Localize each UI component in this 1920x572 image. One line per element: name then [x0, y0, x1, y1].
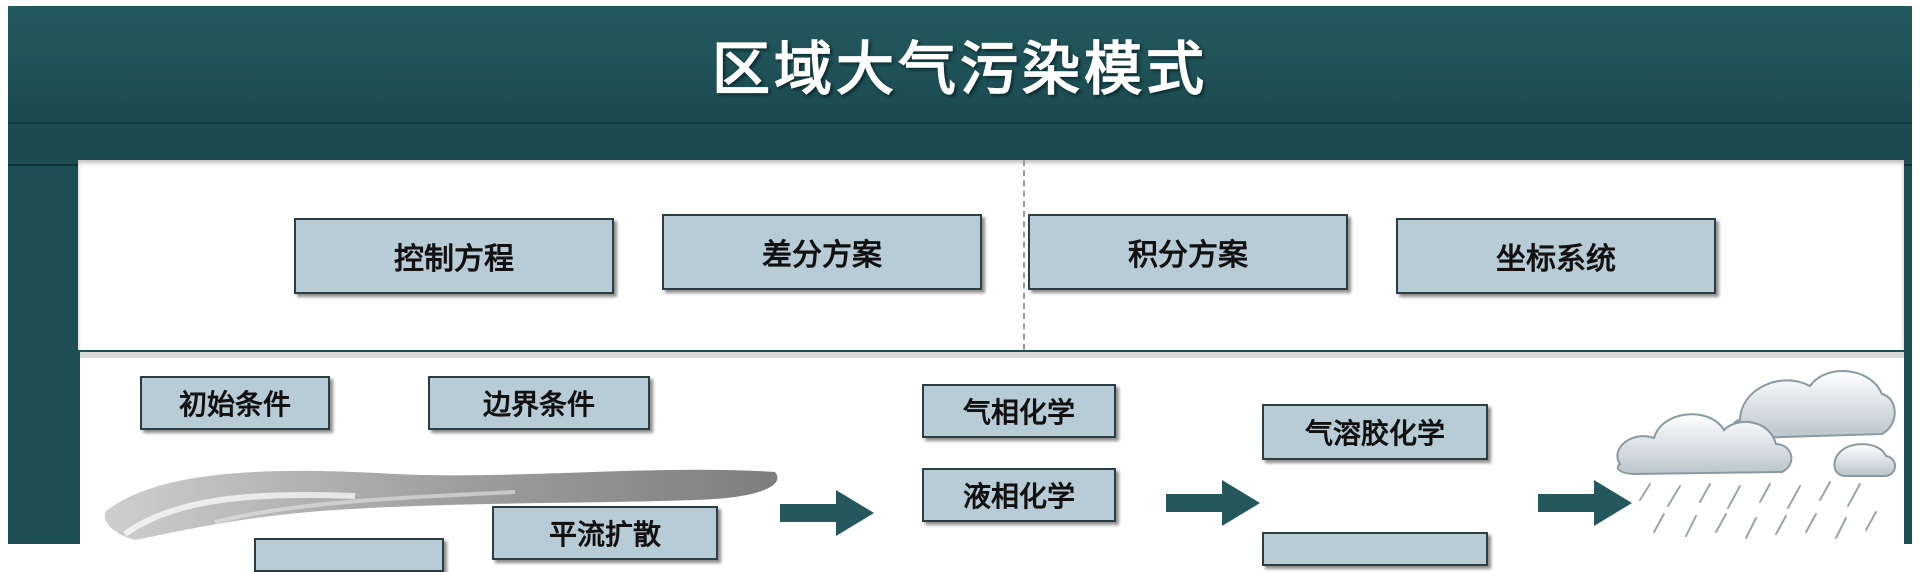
governing-equations-label: 控制方程 [394, 242, 514, 277]
initial-conditions-label: 初始条件 [178, 388, 291, 421]
smoke-plume-icon [104, 469, 778, 540]
arrow-right-icon [780, 490, 874, 536]
gas-phase-chemistry-box: 气相化学 [922, 384, 1116, 438]
arrow-right-icon [1166, 480, 1260, 526]
liquid-phase-chemistry-box: 液相化学 [922, 468, 1116, 522]
initial-conditions-box: 初始条件 [140, 376, 330, 430]
partial-box-left [254, 538, 444, 572]
liquid-phase-chemistry-label: 液相化学 [962, 480, 1075, 513]
advection-diffusion-box: 平流扩散 [492, 506, 718, 560]
advection-diffusion-label: 平流扩散 [548, 518, 661, 551]
aerosol-chemistry-box: 气溶胶化学 [1262, 404, 1488, 460]
governing-equations-box: 控制方程 [294, 218, 614, 294]
boundary-conditions-box: 边界条件 [428, 376, 650, 430]
diagram-title: 区域大气污染模式 [711, 35, 1208, 103]
difference-scheme-label: 差分方案 [762, 238, 882, 273]
integration-scheme-label: 积分方案 [1128, 238, 1248, 273]
aerosol-chemistry-label: 气溶胶化学 [1304, 417, 1445, 450]
integration-scheme-box: 积分方案 [1028, 214, 1348, 290]
rain-cloud-icon [1616, 370, 1896, 539]
title-bar: 区域大气污染模式 [8, 6, 1912, 124]
boundary-conditions-label: 边界条件 [482, 388, 595, 421]
arrow-right-icon [1538, 480, 1632, 526]
partial-box-right [1262, 532, 1488, 566]
coordinate-system-label: 坐标系统 [1496, 242, 1616, 277]
coordinate-system-box: 坐标系统 [1396, 218, 1716, 294]
center-divider [1023, 160, 1025, 360]
difference-scheme-box: 差分方案 [662, 214, 982, 290]
gas-phase-chemistry-label: 气相化学 [962, 396, 1075, 429]
